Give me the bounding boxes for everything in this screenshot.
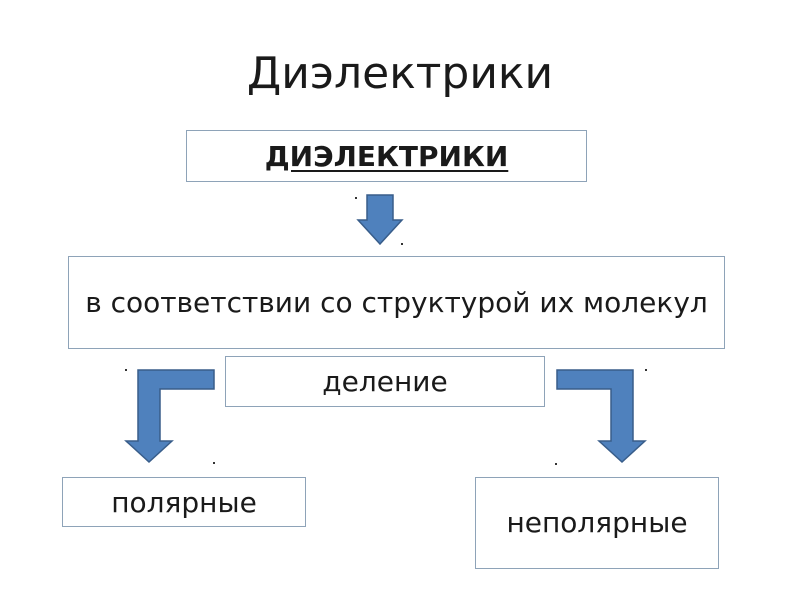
polar-box: полярные bbox=[62, 477, 306, 527]
main-concept-box: ДИЭЛЕКТРИКИ bbox=[186, 130, 587, 182]
slide-title: Диэлектрики bbox=[246, 48, 554, 99]
marker-dot bbox=[125, 369, 127, 371]
nonpolar-label: неполярные bbox=[506, 506, 688, 539]
division-box: деление bbox=[225, 356, 545, 407]
marker-dot bbox=[645, 369, 647, 371]
down-arrow-icon bbox=[356, 194, 404, 246]
polar-label: полярные bbox=[111, 485, 257, 519]
marker-dot bbox=[213, 462, 215, 464]
marker-dot bbox=[355, 197, 357, 199]
right-bent-arrow-icon bbox=[556, 369, 647, 464]
main-concept-label: ДИЭЛЕКТРИКИ bbox=[264, 139, 509, 173]
division-label: деление bbox=[322, 365, 448, 398]
criterion-label: в соответствии со структурой их молекул bbox=[85, 285, 708, 319]
criterion-box: в соответствии со структурой их молекул bbox=[68, 256, 725, 349]
marker-dot bbox=[555, 463, 557, 465]
nonpolar-box: неполярные bbox=[475, 477, 719, 569]
left-bent-arrow-icon bbox=[124, 369, 215, 464]
marker-dot bbox=[401, 243, 403, 245]
